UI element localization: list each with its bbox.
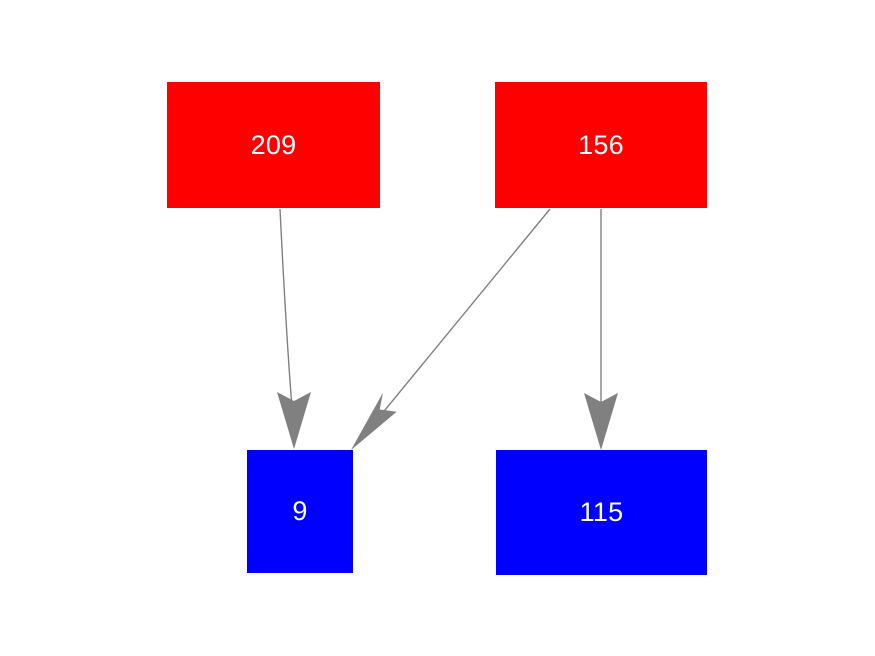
graph-node-9[interactable]: 9	[247, 450, 353, 573]
graph-node-115[interactable]: 115	[496, 450, 707, 575]
edge-line	[279, 208, 294, 421]
node-label: 115	[579, 497, 624, 527]
edge-156-to-115	[584, 209, 618, 450]
graph-node-209[interactable]: 209	[167, 82, 380, 208]
graph-node-156[interactable]: 156	[495, 82, 707, 208]
node-label: 9	[292, 496, 308, 526]
edge-156-to-9	[351, 208, 551, 450]
node-label: 209	[250, 129, 297, 160]
arrowhead-icon	[277, 392, 311, 449]
edge-line	[361, 208, 551, 439]
arrowhead-icon	[584, 393, 618, 450]
node-label: 156	[578, 129, 624, 160]
arrowhead-icon	[351, 392, 397, 450]
edge-209-to-9	[277, 208, 311, 449]
